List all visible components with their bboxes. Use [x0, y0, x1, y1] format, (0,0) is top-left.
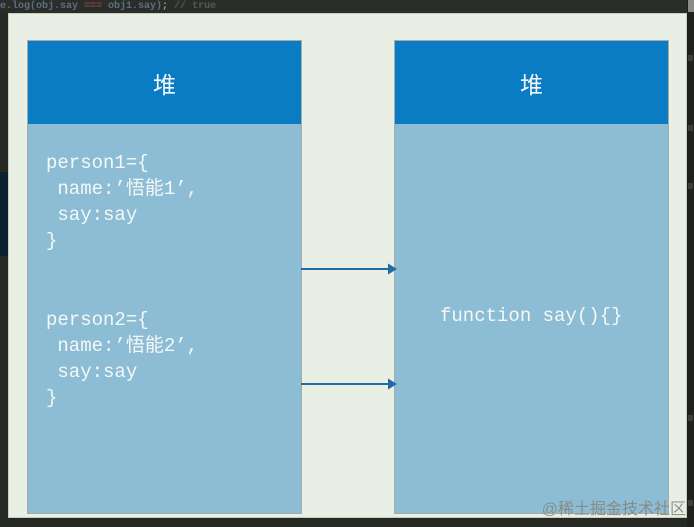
- editor-code-line: e.log(obj.say === obj1.say); // true: [0, 1, 217, 12]
- heap-box-left-body: [28, 124, 301, 513]
- editor-minimap-strip: [687, 0, 694, 527]
- heap-box-right-header: 堆: [395, 41, 668, 124]
- person1-object-literal: person1={ name:’悟能1’, say:say}: [46, 152, 199, 252]
- minimap-highlight: [688, 0, 694, 12]
- heap-box-left-header: 堆: [28, 41, 301, 124]
- editor-top-strip: e.log(obj.say === obj1.say); // true: [0, 0, 694, 13]
- watermark: @稀土掘金技术社区: [541, 501, 686, 518]
- arrow-person2-to-function: [301, 378, 397, 390]
- person2-object-literal: person2={ name:’悟能2’, say:say}: [46, 309, 199, 409]
- heap-box-right: 堆: [394, 40, 669, 514]
- heap-box-left: 堆: [27, 40, 302, 514]
- function-say-text: function say(){}: [440, 305, 623, 327]
- arrow-person1-to-function: [301, 263, 397, 275]
- editor-left-gutter: [0, 172, 8, 256]
- heap-box-right-body: [395, 124, 668, 513]
